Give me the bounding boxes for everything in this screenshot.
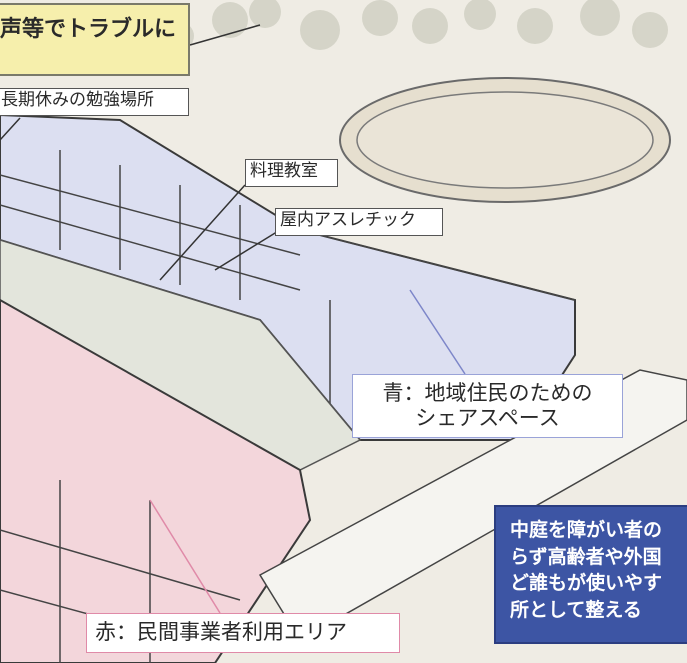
indoor-athletic-label: 屋内アスレチック — [275, 208, 443, 236]
cooking-class-label: 料理教室 — [245, 159, 338, 187]
blue-area-label: 青：地域住民のための シェアスペース — [352, 374, 623, 438]
red-building — [0, 298, 312, 663]
leader-lines — [0, 24, 466, 614]
courtyard-callout: 中庭を障がい者の らず高齢者や外国 ど誰もが使いやす 所として整える — [494, 505, 687, 644]
red-area-label: 赤：民間事業者利用エリア — [86, 613, 400, 653]
courtyard — [0, 239, 362, 471]
trouble-callout: 声等でトラブルに — [0, 3, 190, 76]
study-place-label: 長期休みの勉強場所 — [0, 88, 189, 116]
running-track-inner — [356, 91, 654, 189]
blue-building-grid — [0, 150, 576, 440]
